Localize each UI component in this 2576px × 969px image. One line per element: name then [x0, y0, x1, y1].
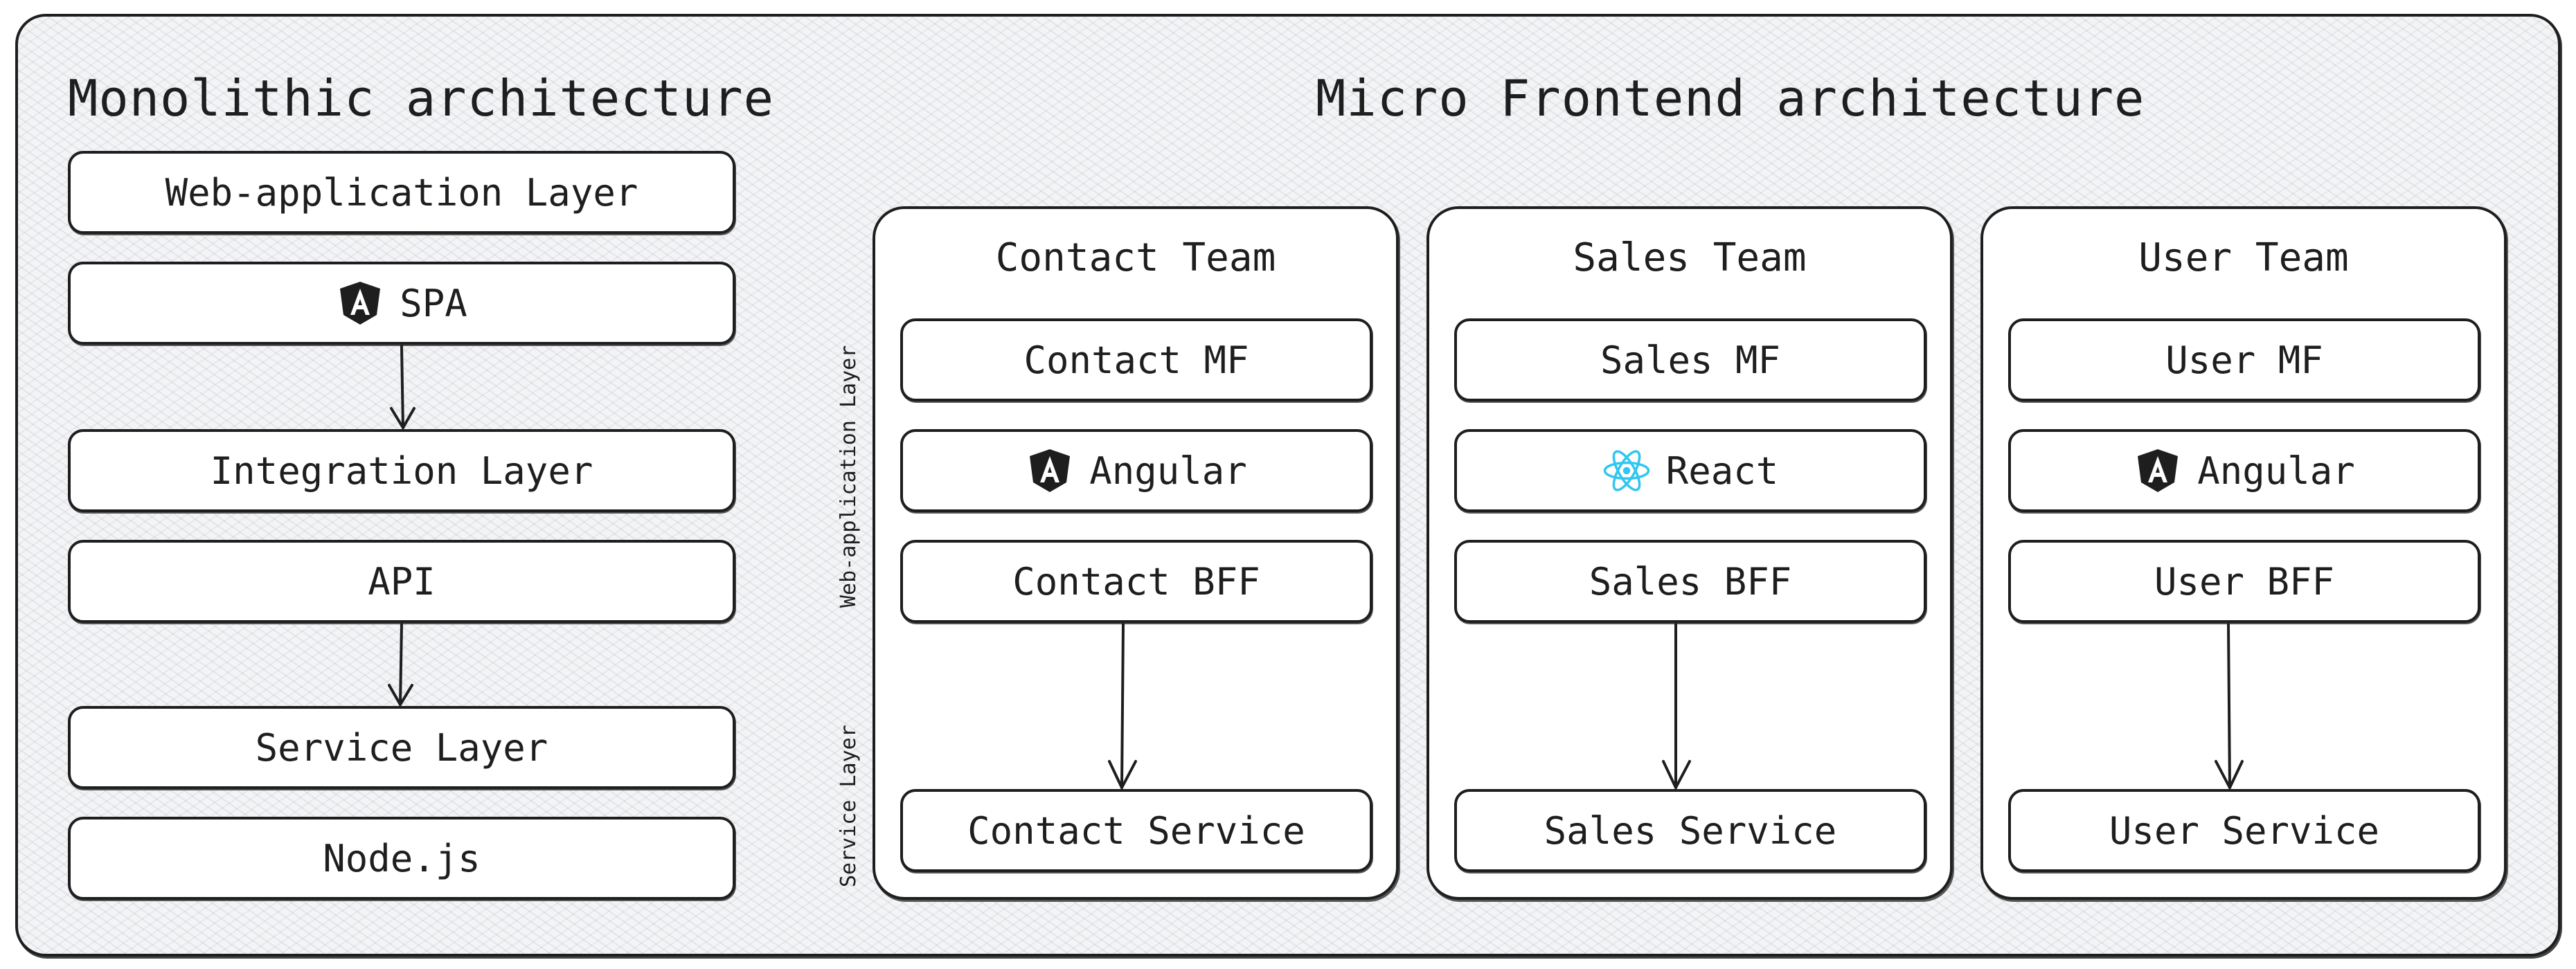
monolith-service-layer-label: Service Layer — [255, 725, 548, 770]
sales-service-label: Sales Service — [1544, 808, 1837, 853]
user-mf-box: User MF — [2008, 318, 2480, 401]
contact-bff-label: Contact BFF — [1012, 559, 1260, 604]
monolith-integration-layer-box: Integration Layer — [68, 429, 735, 512]
monolith-integration-layer-label: Integration Layer — [210, 449, 593, 493]
sales-team-title: Sales Team — [1573, 235, 1807, 280]
contact-service-box: Contact Service — [900, 789, 1372, 872]
contact-mf-box: Contact MF — [900, 318, 1372, 401]
spa-to-integration-arrow — [390, 345, 415, 429]
user-mf-label: User MF — [2165, 338, 2323, 382]
monolith-web-layer-label: Web-application Layer — [165, 170, 638, 215]
monolith-spa-box: SPA — [68, 262, 735, 345]
angular-icon — [336, 279, 384, 327]
monolith-service-layer-box: Service Layer — [68, 706, 735, 789]
user-framework-label: Angular — [2197, 449, 2355, 493]
monolith-nodejs-box: Node.js — [68, 817, 735, 900]
monolith-api-box: API — [68, 540, 735, 623]
contact-framework-box: Angular — [900, 429, 1372, 512]
monolith-web-layer-box: Web-application Layer — [68, 151, 735, 234]
user-service-box: User Service — [2008, 789, 2480, 872]
contact-bff-to-service-arrow — [1108, 623, 1137, 789]
monolith-nodejs-label: Node.js — [323, 836, 481, 880]
user-framework-box: Angular — [2008, 429, 2480, 512]
contact-service-label: Contact Service — [967, 808, 1305, 853]
micro-title: Micro Frontend architecture — [1316, 69, 2145, 127]
contact-framework-label: Angular — [1089, 449, 1247, 493]
user-bff-label: User BFF — [2154, 559, 2335, 604]
user-team-title: User Team — [2138, 235, 2349, 280]
api-to-service-arrow — [388, 623, 413, 706]
monolith-title: Monolithic architecture — [68, 69, 774, 127]
monolith-spa-label: SPA — [400, 281, 467, 325]
monolith-api-label: API — [368, 559, 436, 604]
contact-mf-label: Contact MF — [1023, 338, 1249, 382]
user-bff-to-service-arrow — [2215, 623, 2244, 789]
sales-mf-box: Sales MF — [1454, 318, 1926, 401]
sales-framework-label: React — [1665, 449, 1779, 493]
sales-service-box: Sales Service — [1454, 789, 1926, 872]
sales-bff-box: Sales BFF — [1454, 540, 1926, 623]
user-bff-box: User BFF — [2008, 540, 2480, 623]
contact-bff-box: Contact BFF — [900, 540, 1372, 623]
sales-framework-box: React — [1454, 429, 1926, 512]
user-service-label: User Service — [2109, 808, 2380, 853]
sales-bff-label: Sales BFF — [1589, 559, 1792, 604]
angular-icon — [1026, 446, 1074, 495]
angular-icon — [2134, 446, 2182, 495]
react-icon — [1602, 446, 1651, 495]
sales-bff-to-service-arrow — [1662, 623, 1691, 789]
contact-team-title: Contact Team — [995, 235, 1276, 280]
sales-mf-label: Sales MF — [1600, 338, 1781, 382]
